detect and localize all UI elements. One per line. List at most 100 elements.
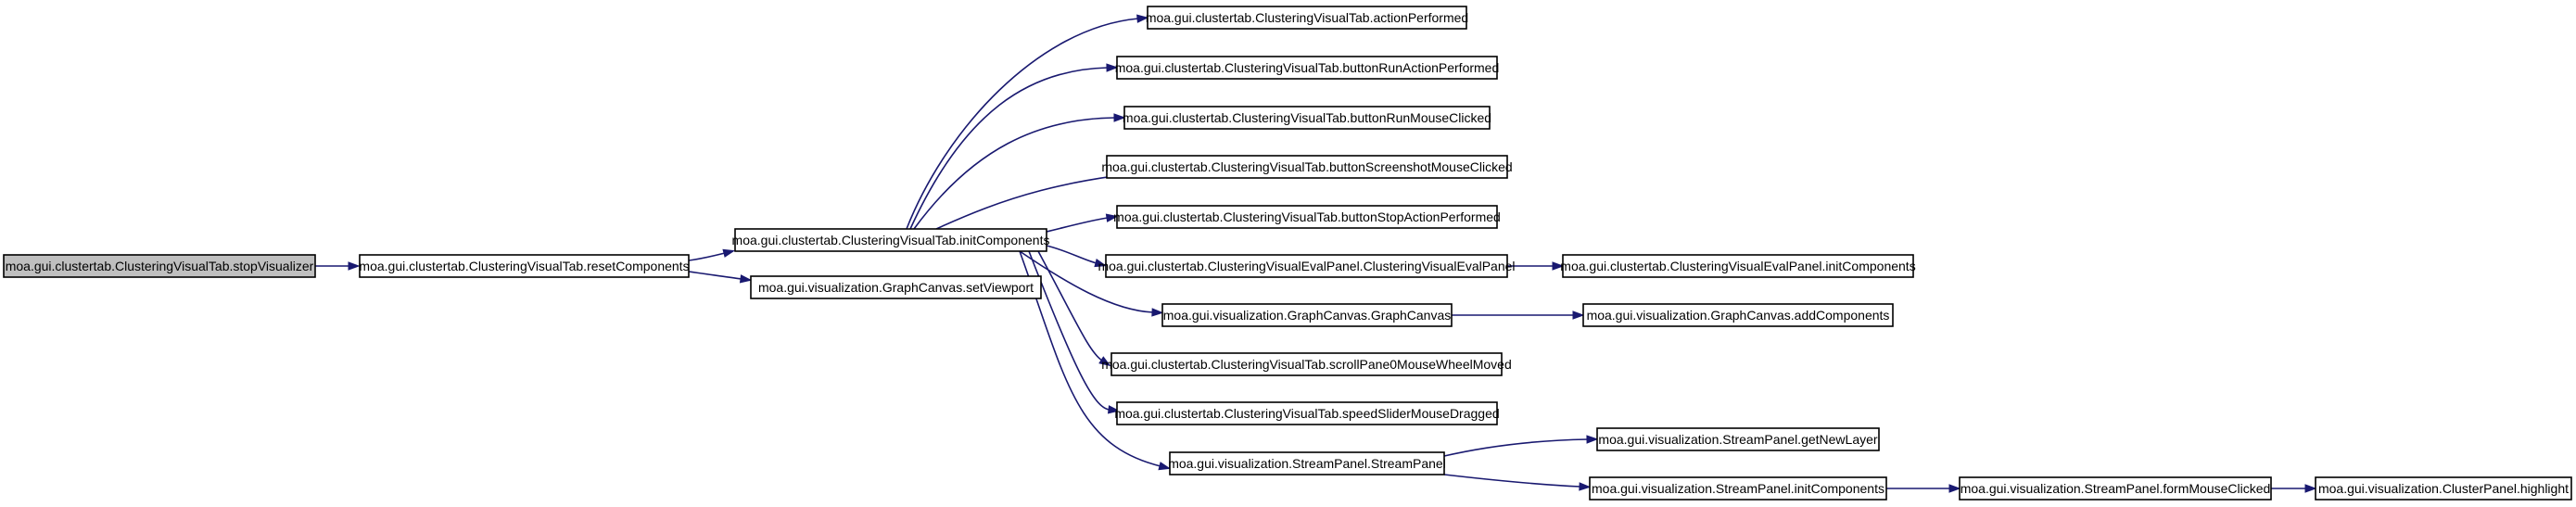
node-n18[interactable]: moa.gui.visualization.StreamPanel.initCo…: [1589, 476, 1887, 501]
node-box: [1147, 6, 1467, 30]
node-box: [3, 254, 316, 278]
edge-line: [1046, 217, 1109, 233]
node-label: moa.gui.clustertab.ClusteringVisualTab.b…: [1101, 159, 1512, 174]
edge-line: [1037, 250, 1103, 361]
arrowhead-icon: [1113, 113, 1126, 122]
arrowhead-icon: [1151, 308, 1164, 317]
arrowhead-icon: [1136, 14, 1149, 23]
node-label: moa.gui.clustertab.ClusteringVisualTab.b…: [1113, 209, 1501, 224]
node-label: moa.gui.visualization.GraphCanvas.addCom…: [1587, 308, 1890, 323]
edge-n1-n2: [315, 261, 361, 271]
node-n3[interactable]: moa.gui.clustertab.ClusteringVisualTab.i…: [732, 228, 1050, 252]
edge-line: [1028, 250, 1110, 411]
arrowhead-icon: [1094, 259, 1108, 268]
node-n20[interactable]: moa.gui.visualization.ClusterPanel.highl…: [2315, 476, 2572, 501]
node-n9[interactable]: moa.gui.clustertab.ClusteringVisualTab.b…: [1113, 205, 1501, 229]
edge-n19-n20: [2271, 484, 2317, 493]
edge-line: [688, 252, 726, 261]
edge-line: [1443, 474, 1581, 488]
node-box: [2315, 476, 2572, 501]
edge-line: [906, 18, 1139, 230]
node-box: [734, 228, 1047, 252]
arrowhead-icon: [1158, 462, 1172, 471]
node-n11[interactable]: moa.gui.visualization.GraphCanvas.GraphC…: [1161, 303, 1453, 327]
node-label: moa.gui.visualization.StreamPanel.initCo…: [1592, 481, 1884, 496]
node-n1[interactable]: moa.gui.clustertab.ClusteringVisualTab.s…: [3, 254, 316, 278]
node-n16[interactable]: moa.gui.visualization.GraphCanvas.addCom…: [1582, 303, 1894, 327]
arrowhead-icon: [739, 274, 753, 284]
arrowhead-icon: [1579, 482, 1592, 491]
node-label: moa.gui.visualization.GraphCanvas.GraphC…: [1163, 308, 1452, 323]
node-label: moa.gui.visualization.ClusterPanel.highl…: [2318, 481, 2569, 496]
node-label: moa.gui.clustertab.ClusteringVisualTab.i…: [732, 233, 1050, 247]
node-box: [1116, 401, 1498, 425]
edge-n3-n10: [1046, 245, 1108, 268]
node-box: [1959, 476, 2272, 501]
edge-line: [909, 67, 1109, 230]
node-n6[interactable]: moa.gui.clustertab.ClusteringVisualTab.b…: [1115, 56, 1500, 80]
node-label: moa.gui.clustertab.ClusteringVisualTab.s…: [1114, 406, 1499, 421]
node-label: moa.gui.clustertab.ClusteringVisualTab.b…: [1115, 60, 1500, 75]
edge-line: [688, 271, 742, 280]
node-label: moa.gui.visualization.GraphCanvas.setVie…: [758, 280, 1034, 295]
node-box: [1116, 56, 1498, 80]
node-label: moa.gui.clustertab.ClusteringVisualEvalP…: [1098, 259, 1515, 273]
node-box: [1106, 155, 1508, 179]
node-n8[interactable]: moa.gui.clustertab.ClusteringVisualTab.b…: [1101, 155, 1513, 179]
node-box: [1123, 106, 1491, 130]
node-n4[interactable]: moa.gui.visualization.GraphCanvas.setVie…: [750, 275, 1042, 299]
arrowhead-icon: [1098, 356, 1111, 367]
arrowhead-icon: [1572, 311, 1585, 320]
edge-n3-n5: [906, 14, 1149, 230]
node-n14[interactable]: moa.gui.visualization.StreamPanel.Stream…: [1168, 451, 1446, 475]
node-label: moa.gui.clustertab.ClusteringVisualTab.b…: [1123, 110, 1491, 125]
arrowhead-icon: [722, 248, 736, 258]
edge-line: [913, 117, 1116, 230]
arrowhead-icon: [1107, 405, 1121, 414]
node-label: moa.gui.visualization.StreamPanel.Stream…: [1168, 456, 1446, 471]
edge-line: [1019, 250, 1154, 313]
node-box: [1161, 303, 1453, 327]
node-box: [1169, 451, 1445, 475]
arrowhead-icon: [348, 261, 361, 271]
arrowhead-icon: [1586, 435, 1599, 444]
node-box: [1589, 476, 1887, 501]
node-n12[interactable]: moa.gui.clustertab.ClusteringVisualTab.s…: [1101, 352, 1512, 376]
node-box: [1596, 427, 1880, 451]
node-layer: moa.gui.clustertab.ClusteringVisualTab.s…: [3, 6, 2572, 501]
node-label: moa.gui.visualization.StreamPanel.getNew…: [1598, 432, 1877, 447]
node-box: [359, 254, 690, 278]
edge-line: [1046, 245, 1098, 264]
node-n7[interactable]: moa.gui.clustertab.ClusteringVisualTab.b…: [1123, 106, 1491, 130]
edge-n3-n7: [913, 113, 1126, 230]
node-box: [1116, 205, 1498, 229]
edge-n3-n11: [1019, 250, 1164, 317]
edge-n14-n17: [1443, 435, 1599, 457]
node-n17[interactable]: moa.gui.visualization.StreamPanel.getNew…: [1596, 427, 1880, 451]
node-box: [1110, 352, 1503, 376]
node-n13[interactable]: moa.gui.clustertab.ClusteringVisualTab.s…: [1114, 401, 1500, 425]
edge-n3-n12: [1037, 250, 1111, 367]
node-n15[interactable]: moa.gui.clustertab.ClusteringVisualEvalP…: [1560, 254, 1916, 278]
node-box: [1562, 254, 1914, 278]
node-box: [1582, 303, 1894, 327]
node-box: [750, 275, 1042, 299]
node-n2[interactable]: moa.gui.clustertab.ClusteringVisualTab.r…: [359, 254, 690, 278]
edge-n10-n15: [1507, 261, 1565, 271]
arrowhead-icon: [1552, 261, 1565, 271]
node-box: [1105, 254, 1508, 278]
node-label: moa.gui.clustertab.ClusteringVisualEvalP…: [1560, 259, 1915, 273]
edge-n18-n19: [1886, 484, 1961, 493]
edge-n3-n9: [1046, 213, 1119, 233]
edge-n2-n4: [688, 271, 753, 284]
node-n19[interactable]: moa.gui.visualization.StreamPanel.formMo…: [1959, 476, 2272, 501]
arrowhead-icon: [1106, 63, 1119, 72]
edge-n3-n13: [1028, 250, 1121, 414]
node-n5[interactable]: moa.gui.clustertab.ClusteringVisualTab.a…: [1146, 6, 1468, 30]
node-label: moa.gui.visualization.StreamPanel.formMo…: [1961, 481, 2271, 496]
node-label: moa.gui.clustertab.ClusteringVisualTab.s…: [6, 259, 314, 273]
node-label: moa.gui.clustertab.ClusteringVisualTab.r…: [359, 259, 689, 273]
node-n10[interactable]: moa.gui.clustertab.ClusteringVisualEvalP…: [1098, 254, 1516, 278]
arrowhead-icon: [1105, 213, 1119, 222]
